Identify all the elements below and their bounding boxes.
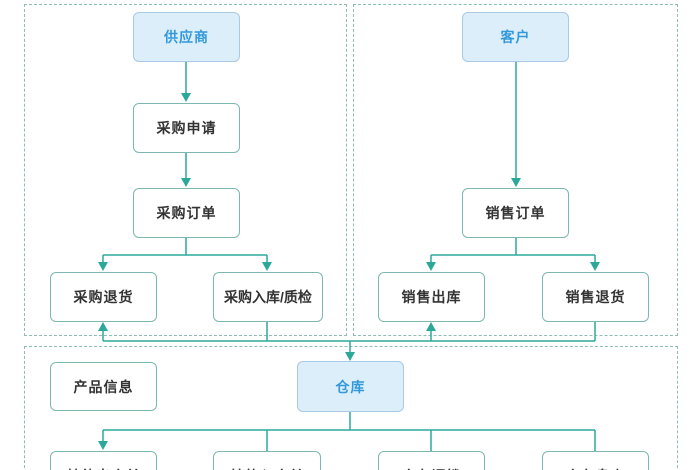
node-stock-transfer: 库存调拨 [378,451,485,470]
node-sales-outbound: 销售出库 [378,272,485,322]
node-other-inbound: 其他入库单 [213,451,321,470]
node-purchase-inbound-qc: 采购入库/质检 [213,272,323,322]
node-customer: 客户 [462,12,569,62]
node-supplier: 供应商 [133,12,240,62]
node-stock-count: 库存盘点 [542,451,649,470]
node-purchase-request: 采购申请 [133,103,240,153]
node-other-outbound: 其他出库单 [50,451,157,470]
node-sales-order: 销售订单 [462,188,569,238]
node-purchase-return: 采购退货 [50,272,157,322]
node-sales-return: 销售退货 [542,272,649,322]
node-warehouse: 仓库 [297,361,404,412]
node-purchase-order: 采购订单 [133,188,240,238]
node-product-info: 产品信息 [50,362,157,411]
